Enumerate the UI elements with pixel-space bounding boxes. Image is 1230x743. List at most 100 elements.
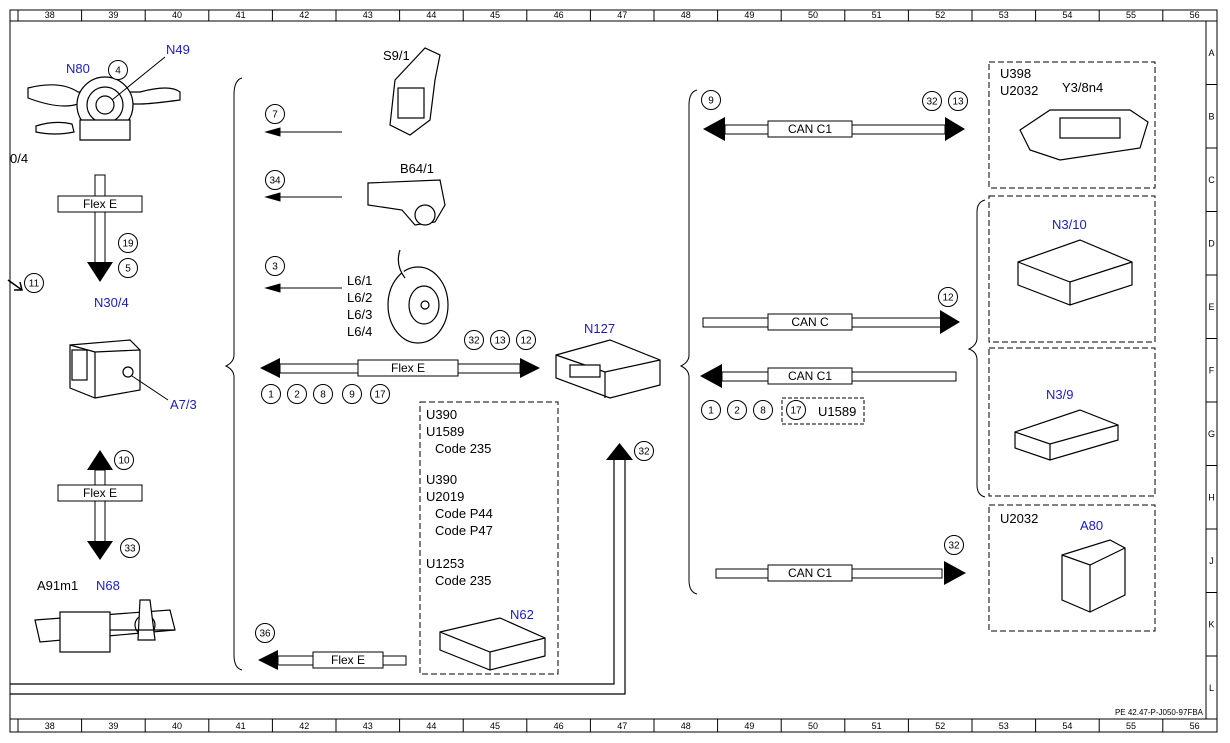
flex-e-down-arrow: [87, 174, 113, 282]
row-label: K: [1208, 619, 1214, 629]
callout-marker: 3: [265, 256, 285, 276]
column-label: 56: [1190, 10, 1200, 20]
svg-text:32: 32: [638, 447, 650, 458]
svg-text:13: 13: [952, 97, 964, 108]
callout-marker: 32: [634, 441, 654, 461]
callout-marker: 1: [701, 400, 721, 420]
svg-text:36: 36: [259, 629, 271, 640]
callout-marker: 7: [265, 104, 285, 124]
row-label: J: [1209, 556, 1214, 566]
svg-text:9: 9: [708, 96, 714, 107]
column-label: 45: [490, 10, 500, 20]
svg-text:7: 7: [272, 110, 278, 121]
row-ticks: [1206, 20, 1217, 657]
column-label: 44: [426, 721, 436, 731]
callout-marker: 13: [490, 330, 510, 350]
flex-e-box-4: [312, 651, 384, 669]
column-label: 48: [681, 721, 691, 731]
sensor-b64-1-image: [367, 179, 446, 226]
column-label: 42: [299, 10, 309, 20]
column-labels: 3838393940404141424243434444454546464747…: [45, 10, 1200, 731]
callout-marker: 11: [24, 273, 44, 293]
column-label: 51: [872, 721, 882, 731]
svg-text:5: 5: [125, 264, 131, 275]
label-n30-4-cut: 0/4: [10, 151, 28, 166]
column-label: 53: [999, 721, 1009, 731]
svg-text:32: 32: [926, 97, 938, 108]
can-c-box: [767, 313, 853, 331]
column-label: 51: [872, 10, 882, 20]
marker-11-pointer: [7, 279, 23, 291]
svg-text:17: 17: [374, 390, 386, 401]
svg-text:2: 2: [294, 390, 300, 401]
code-u1253: U1253: [426, 556, 464, 571]
callout-marker: 17: [370, 384, 390, 404]
svg-text:19: 19: [122, 239, 134, 250]
label-u398: U398: [1000, 66, 1031, 81]
code-235-2: Code 235: [435, 573, 491, 588]
row-label: C: [1208, 175, 1215, 185]
callout-marker: 34: [265, 170, 285, 190]
bottom-return-line: [10, 460, 626, 695]
svg-text:10: 10: [118, 456, 130, 467]
callout-marker: 8: [753, 400, 773, 420]
callout-marker: 9: [342, 384, 362, 404]
callout-marker: 10: [114, 450, 134, 470]
can-c1-box-bottom: [767, 564, 853, 582]
label-a91m1: A91m1: [37, 578, 78, 593]
callout-marker: 17: [786, 400, 806, 420]
thin-arrows-left: [264, 127, 342, 293]
doc-reference: PE 42.47-P-J050-97FBA: [1115, 708, 1204, 717]
leader-a7-3: [131, 375, 169, 401]
flex-e-box-1: [57, 195, 143, 213]
code-u390-1: U390: [426, 407, 457, 422]
column-label: 52: [935, 721, 945, 731]
callout-marker: 12: [516, 330, 536, 350]
callout-marker: 12: [938, 287, 958, 307]
column-label: 53: [999, 10, 1009, 20]
row-label: B: [1208, 111, 1214, 121]
column-label: 41: [236, 10, 246, 20]
column-label: 55: [1126, 10, 1136, 20]
n127-module-image: [555, 339, 661, 399]
label-u2032-top: U2032: [1000, 83, 1038, 98]
bus-label-flex-e-4: Flex E: [331, 653, 365, 667]
steering-column-module-image: [27, 76, 181, 141]
svg-text:1: 1: [708, 406, 714, 417]
column-label: 49: [744, 10, 754, 20]
up-arrow-n127: [606, 443, 633, 460]
callout-marker: 19: [118, 233, 138, 253]
label-u2032-bottom: U2032: [1000, 511, 1038, 526]
svg-text:34: 34: [269, 176, 281, 187]
sheet-frame: [9, 9, 1218, 733]
column-label: 46: [554, 721, 564, 731]
code-p44: Code P44: [435, 506, 493, 521]
label-n62: N62: [510, 607, 534, 622]
label-n3-9: N3/9: [1046, 387, 1073, 402]
label-a80: A80: [1080, 518, 1103, 533]
bus-label-can-c: CAN C: [791, 315, 829, 329]
a80-box: [988, 504, 1156, 632]
n3-9-ecu-image: [1014, 409, 1119, 461]
svg-text:11: 11: [29, 279, 40, 290]
row-label: H: [1208, 492, 1215, 502]
hydraulic-unit-image: [69, 339, 141, 399]
row-label: L: [1209, 683, 1214, 693]
svg-text:32: 32: [468, 336, 480, 347]
bus-label-can-c1-bottom: CAN C1: [788, 566, 832, 580]
steering-gear-image: [34, 599, 176, 653]
bus-label-can-c1-mid: CAN C1: [788, 369, 832, 383]
callout-marker: 32: [922, 91, 942, 111]
row-label: G: [1208, 429, 1215, 439]
right-brace: [679, 89, 698, 595]
callout-marker: 2: [287, 384, 307, 404]
code-u390-2: U390: [426, 472, 457, 487]
label-y3-8n4: Y3/8n4: [1062, 80, 1103, 95]
svg-text:12: 12: [942, 293, 954, 304]
label-l6-1: L6/1: [347, 273, 372, 288]
label-n49: N49: [166, 42, 190, 57]
column-label: 42: [299, 721, 309, 731]
label-n30-4: N30/4: [94, 295, 129, 310]
